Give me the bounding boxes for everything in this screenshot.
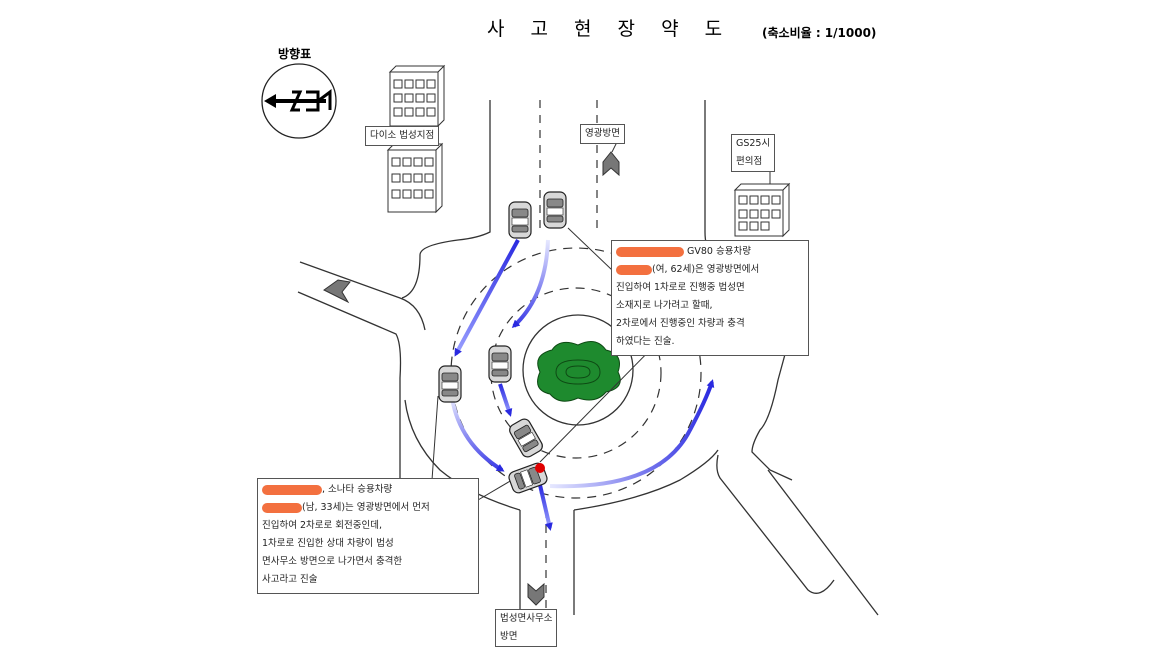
statement-line: (남, 33세)는 영광방면에서 먼저: [302, 502, 430, 513]
vehicle-path-arrows: [450, 239, 715, 531]
daiso-label: 다이소 법성지점: [365, 126, 440, 146]
car-icon: [488, 345, 512, 383]
sketch-title: 사 고 현 장 약 도: [487, 18, 733, 40]
statement-line: 진입하여 2차로로 회전중인데,: [262, 520, 382, 531]
sonata-statement-box: , 소나타 승용차량 (남, 33세)는 영광방면에서 먼저 진입하여 2차로로…: [257, 478, 479, 594]
south-direction-arrow-icon: [527, 582, 545, 606]
gv80-statement-box: GV80 승용차량 (여, 62세)은 영광방면에서 진입하여 1차로로 진행중…: [611, 240, 809, 356]
scale-ratio: (축소비율 : 1/1000): [762, 26, 877, 40]
car-icon: [509, 418, 543, 458]
collision-point-icon: [535, 463, 545, 473]
redaction-mark: [262, 484, 322, 495]
vehicles: [438, 191, 567, 494]
daiso-building-icon: [386, 64, 446, 214]
car-icon: [508, 201, 532, 239]
yeonggwang-direction-label: 영광방면: [580, 124, 625, 144]
statement-line: 1차로로 진입한 상대 차량이 법성: [262, 538, 394, 549]
statement-line: 진입하여 1차로로 진행중 법성면: [616, 282, 745, 293]
statement-line: 하였다는 진술.: [616, 336, 675, 347]
north-direction-arrow-icon: [602, 151, 620, 177]
car-icon: [543, 191, 567, 229]
gs25-label: GS25시 편의점: [731, 134, 776, 172]
car-icon: [438, 365, 462, 403]
compass-label: 방향표: [278, 47, 312, 61]
statement-line: 소재지로 나가려고 할때,: [616, 300, 713, 311]
central-tree-icon: [537, 340, 621, 402]
statement-line: 2차로에서 진행중인 차량과 충격: [616, 318, 745, 329]
statement-line: 면사무소 방면으로 나가면서 충격한: [262, 556, 403, 567]
west-direction-arrow-icon: [323, 279, 351, 304]
redaction-mark: [616, 264, 652, 275]
compass-letter-icon: [289, 90, 303, 112]
redaction-mark: [262, 502, 302, 513]
redaction-mark: [616, 246, 684, 257]
gs25-building-icon: [733, 182, 791, 238]
office-direction-label: 법성면사무소 방면: [495, 609, 558, 647]
statement-line: 사고라고 진술: [262, 574, 318, 585]
statement-line: , 소나타 승용차량: [322, 484, 393, 495]
roundabout-lane-divider: [490, 287, 662, 459]
statement-line: GV80 승용차량: [687, 246, 751, 257]
car-icon: [508, 462, 548, 494]
statement-line: (여, 62세)은 영광방면에서: [652, 264, 760, 275]
